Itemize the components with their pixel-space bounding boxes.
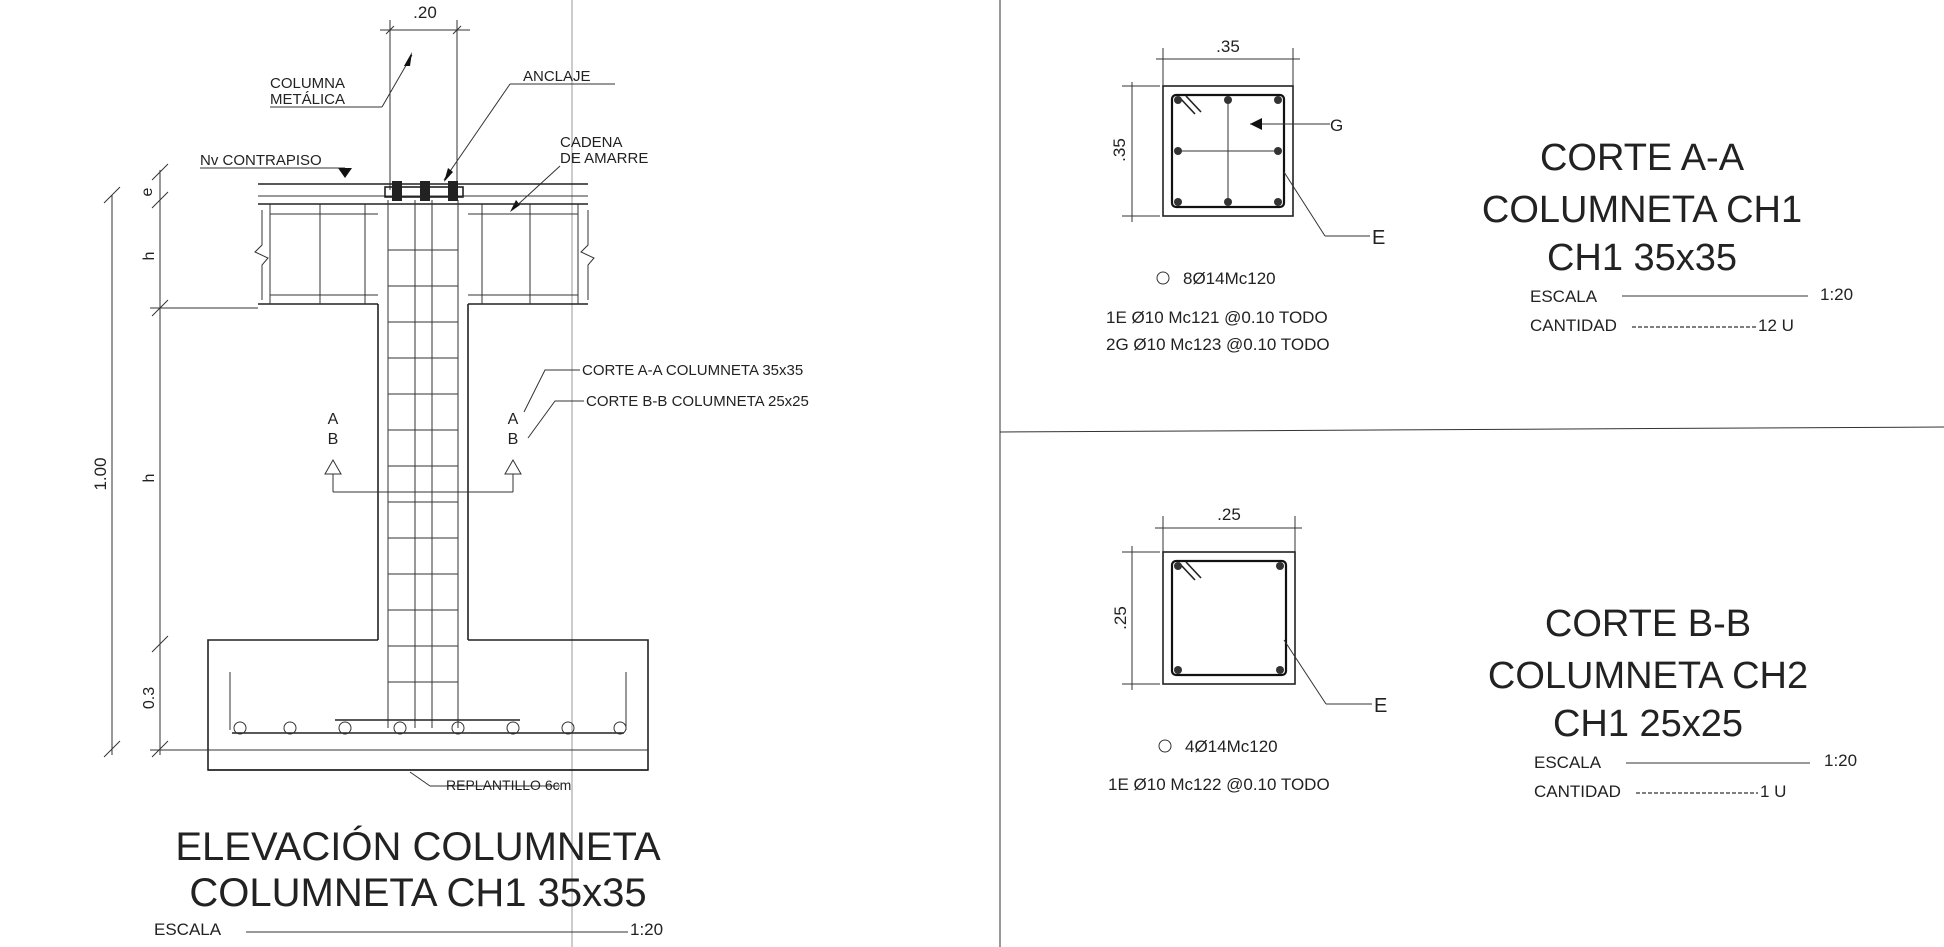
section-a-stirrup2: 2G Ø10 Mc123 @0.10 TODO — [1106, 335, 1330, 354]
section-b-label-e: E — [1374, 695, 1387, 717]
top-dimension: .20 — [380, 3, 470, 190]
elevation-drawing: .20 COLUMNA METÁLICA ANCLAJE CADENA DE A… — [91, 3, 809, 939]
footing-bar — [451, 721, 465, 735]
sheet-dividers — [571, 0, 1944, 947]
section-b-drawing: .25 .25 E 4Ø14Mc120 1E Ø10 Mc122 @0.10 T… — [1108, 505, 1857, 801]
footing-bar — [393, 721, 407, 735]
base-plate-bolts — [384, 181, 464, 201]
marker-b-right: B — [508, 431, 519, 448]
section-b-rebar: 4Ø14Mc120 — [1185, 737, 1278, 756]
section-a-outline — [1162, 85, 1294, 217]
section-cut-markers: A B A B — [324, 411, 522, 493]
footing-bar — [233, 721, 247, 735]
label-cadena-line1: CADENA — [560, 134, 623, 151]
dim-h2-text: h — [141, 474, 158, 483]
section-a-title-line3: CH1 35x35 — [1547, 237, 1737, 279]
note-corte-a: CORTE A-A COLUMNETA 35x35 — [582, 362, 803, 379]
section-a-escala-label: ESCALA — [1530, 287, 1598, 306]
section-b-stirrup — [1170, 559, 1288, 677]
footing-bar — [561, 721, 575, 735]
label-nv-contrapiso: Nv CONTRAPISO — [200, 152, 322, 169]
marker-a-right: A — [508, 411, 519, 428]
elevation-title-line1: ELEVACIÓN COLUMNETA — [175, 824, 661, 869]
footing-bar — [338, 721, 352, 735]
label-columna-line2: METÁLICA — [270, 91, 345, 108]
elevation-escala-value: 1:20 — [630, 920, 663, 939]
section-b-title-line2: COLUMNETA CH2 — [1488, 655, 1808, 697]
section-a-rebar: 8Ø14Mc120 — [1183, 269, 1276, 288]
section-a-label-g: G — [1330, 116, 1343, 135]
section-b-stirrup1: 1E Ø10 Mc122 @0.10 TODO — [1108, 775, 1330, 794]
dim-top-text: .20 — [413, 3, 437, 22]
arrowhead — [404, 52, 412, 66]
label-columna-line1: COLUMNA — [270, 75, 345, 92]
column-stirrups — [388, 249, 458, 683]
footing-bar — [506, 721, 520, 735]
section-b-title-line3: CH1 25x25 — [1553, 703, 1743, 745]
rebar-symbol — [1156, 271, 1170, 285]
horizontal-divider — [999, 426, 1944, 433]
footing-bar — [283, 721, 297, 735]
footing — [207, 639, 649, 771]
dim-total-text: 1.00 — [91, 457, 110, 490]
section-a-label-e: E — [1372, 227, 1385, 249]
marker-b-left: B — [328, 431, 339, 448]
arrowhead — [444, 168, 453, 182]
section-b-cantidad-value: 1 U — [1760, 782, 1786, 801]
arrowhead — [510, 200, 520, 212]
section-arrow-right — [504, 458, 522, 475]
section-a-cantidad-label: CANTIDAD — [1530, 316, 1617, 335]
note-corte-b: CORTE B-B COLUMNETA 25x25 — [586, 393, 809, 410]
section-a-cantidad-value: 12 U — [1758, 316, 1794, 335]
section-b-dim-width: .25 — [1217, 505, 1241, 524]
level-marker — [338, 168, 352, 178]
column-shaft — [377, 200, 469, 728]
section-b-escala-label: ESCALA — [1534, 753, 1602, 772]
section-a-drawing: .35 .35 G E 8Ø14Mc120 1E Ø10 Mc121 @0.10… — [1106, 37, 1853, 354]
section-a-dim-width: .35 — [1216, 37, 1240, 56]
section-b-escala-value: 1:20 — [1824, 751, 1857, 770]
dim-h1-text: h — [141, 252, 158, 261]
marker-a-left: A — [328, 411, 339, 428]
section-a-escala-value: 1:20 — [1820, 285, 1853, 304]
elevation-escala-label: ESCALA — [154, 920, 222, 939]
label-cadena-line2: DE AMARRE — [560, 150, 648, 167]
section-arrow-left — [324, 458, 342, 475]
section-b-dim-height: .25 — [1111, 606, 1130, 630]
section-a-stirrup — [1170, 93, 1286, 209]
footing-bars — [233, 721, 627, 735]
section-a-title-line2: COLUMNETA CH1 — [1482, 189, 1802, 231]
dim-03-text: 0.3 — [141, 687, 158, 709]
vertical-dimension-chain: 1.00 e h h 0.3 — [91, 163, 258, 758]
cadena-de-amarre — [254, 183, 595, 305]
rebar-symbol — [1158, 739, 1172, 753]
section-a-dim-height: .35 — [1110, 138, 1129, 162]
label-anclaje: ANCLAJE — [523, 68, 591, 85]
footing-bar — [613, 721, 627, 735]
section-b-cantidad-label: CANTIDAD — [1534, 782, 1621, 801]
dim-e-text: e — [139, 187, 156, 196]
section-b-title-line1: CORTE B-B — [1545, 603, 1751, 645]
section-a-stirrup1: 1E Ø10 Mc121 @0.10 TODO — [1106, 308, 1328, 327]
section-b-outline — [1162, 551, 1296, 685]
elevation-title-line2: COLUMNETA CH1 35x35 — [189, 871, 646, 915]
section-a-title-line1: CORTE A-A — [1540, 137, 1745, 179]
label-replantillo: REPLANTILLO 6cm — [446, 777, 571, 793]
